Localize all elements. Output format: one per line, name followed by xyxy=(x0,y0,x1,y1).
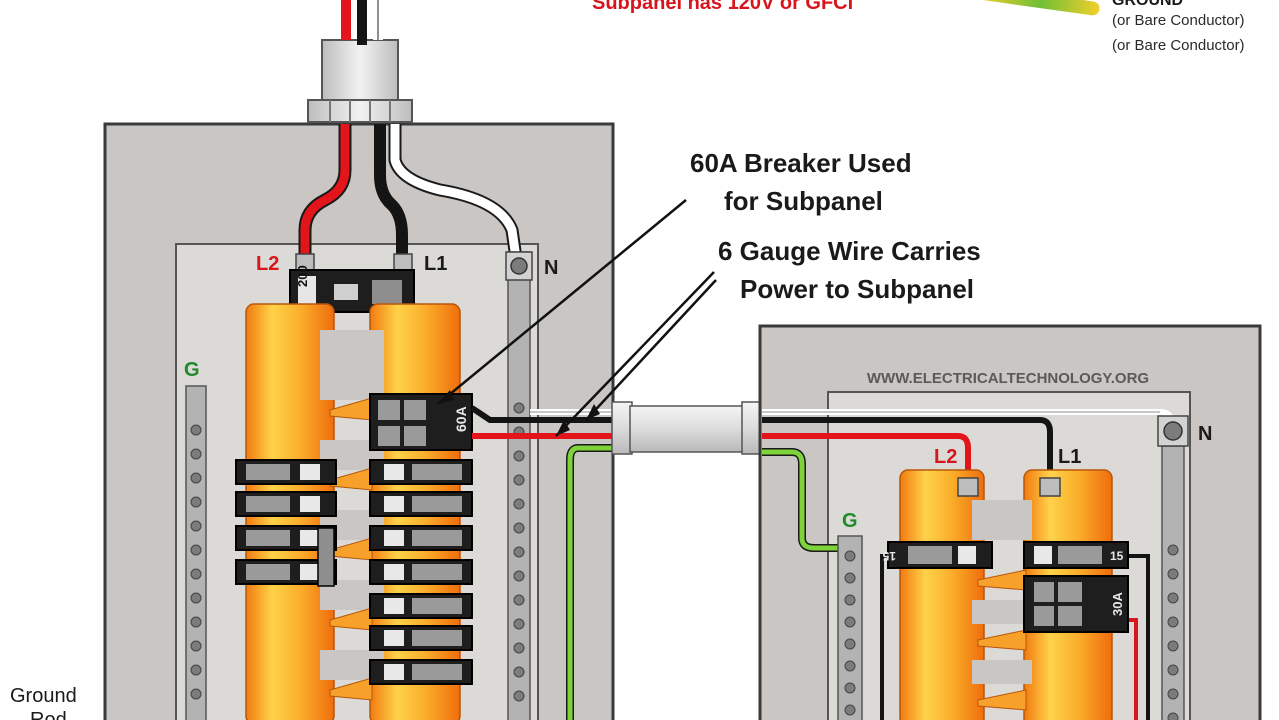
service-neutral-wire xyxy=(390,124,521,259)
ground-wire-swatch xyxy=(980,0,1100,16)
callout-breaker-arrowhead xyxy=(438,390,454,404)
website-watermark: WWW.ELECTRICALTECHNOLOGY.ORG xyxy=(867,370,1149,387)
feeder-ground-wire xyxy=(567,445,630,720)
main-ground-bar xyxy=(185,385,207,720)
feeder-60a-breaker: 60A xyxy=(369,393,473,451)
service-l1-wire xyxy=(374,124,408,262)
legend-bare-conductor-2: (or Bare Conductor) xyxy=(1112,37,1245,54)
sub-l2-label: L2 xyxy=(934,446,957,468)
legend-ground-label: GROUND xyxy=(1112,0,1183,9)
service-entrance-connector xyxy=(307,0,413,123)
callout-60a-breaker: 60A Breaker Used for Subpanel xyxy=(437,148,912,405)
callout-wire-arrow-2 xyxy=(585,279,717,421)
sub-neutral-bar xyxy=(1157,415,1189,720)
callout-wire-arrowhead-1 xyxy=(556,420,570,436)
sub-black-wire xyxy=(762,417,1053,488)
main-breaker-rating: 200 xyxy=(295,265,310,287)
ground-rod-label: Ground Rod xyxy=(10,685,77,720)
top-note-text: Subpanel has 120V or GFCI xyxy=(592,0,853,14)
sub-breaker-15-right: 15 xyxy=(1023,541,1129,569)
main-l1-label: L1 xyxy=(424,253,447,275)
sub-breaker-15-left: 15 xyxy=(882,541,993,569)
callout-breaker-line2: for Subpanel xyxy=(724,186,883,216)
callout-breaker-arrow xyxy=(437,199,687,405)
main-l2-label: L2 xyxy=(256,253,279,275)
feeder-black-wire xyxy=(470,405,630,423)
ground-legend: GROUND (or Bare Conductor) (or Bare Cond… xyxy=(980,0,1245,54)
main-neutral-bar xyxy=(505,251,533,720)
top-note: Subpanel has 120V or GFCI xyxy=(592,0,853,14)
sub-ground-label: G xyxy=(842,510,858,532)
ground-rod-line2: Rod xyxy=(30,709,67,720)
sub-branch-red-wire xyxy=(1128,618,1138,720)
feeder-conduit xyxy=(629,405,745,453)
subpanel: WWW.ELECTRICALTECHNOLOGY.ORG L2 L1 N G xyxy=(758,324,1262,720)
callout-wire-line2: Power to Subpanel xyxy=(740,274,974,304)
main-branch-breakers: 60A xyxy=(235,393,473,685)
sub-l1-label: L1 xyxy=(1058,446,1081,468)
sub-breaker-right-rating: 15 xyxy=(1110,549,1124,563)
callout-6-gauge-wire: 6 Gauge Wire Carries Power to Subpanel xyxy=(555,236,981,437)
sub-ground-bar xyxy=(837,535,863,720)
ground-rod-line1: Ground xyxy=(10,685,77,707)
main-panel: L2 L1 N G 200 xyxy=(103,0,615,720)
sub-breaker-30-rating: 30A xyxy=(1110,592,1125,616)
main-ground-label: G xyxy=(184,359,200,381)
legend-bare-conductor-1: (or Bare Conductor) xyxy=(1112,12,1245,29)
sub-red-wire xyxy=(762,433,971,488)
callout-breaker-line1: 60A Breaker Used xyxy=(690,148,912,178)
sub-bus-bars xyxy=(899,469,1113,720)
sub-ground-wire xyxy=(762,449,838,551)
service-l2-wire xyxy=(300,124,350,262)
sub-neutral-label: N xyxy=(1198,423,1212,445)
callout-wire-arrowhead-2 xyxy=(586,404,600,420)
sub-breaker-left-rating: 15 xyxy=(882,549,896,563)
callout-wire-line1: 6 Gauge Wire Carries xyxy=(718,236,981,266)
feeder-breaker-rating: 60A xyxy=(453,406,469,432)
callout-wire-arrow-1 xyxy=(555,271,715,437)
sub-breaker-30a: 30A xyxy=(1023,575,1129,633)
main-neutral-label: N xyxy=(544,257,558,279)
feeder-connector-left xyxy=(611,401,633,455)
